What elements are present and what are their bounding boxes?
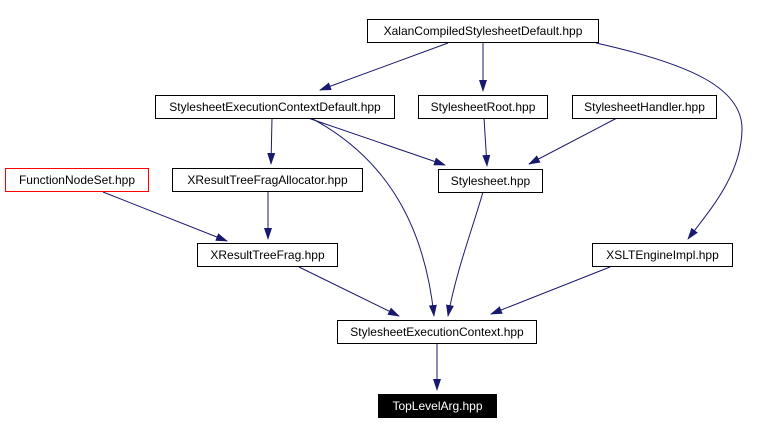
edge-shandler-to-stylesheet xyxy=(528,117,618,165)
edge-secd-to-xrtfa xyxy=(267,117,276,165)
edge-sroot-to-stylesheet xyxy=(482,117,491,167)
node-stylesheetroot[interactable]: StylesheetRoot.hpp xyxy=(418,95,548,119)
node-xresulttreefrag[interactable]: XResultTreeFrag.hpp xyxy=(197,243,338,267)
node-toplevelarg: TopLevelArg.hpp xyxy=(378,394,497,418)
node-stylesheethandler[interactable]: StylesheetHandler.hpp xyxy=(572,95,717,119)
edge-secd-to-sec xyxy=(310,117,437,317)
node-stylesheet[interactable]: Stylesheet.hpp xyxy=(438,169,543,193)
node-stylesheetexecutioncontext[interactable]: StylesheetExecutionContext.hpp xyxy=(337,320,537,344)
node-xresulttreefragallocator[interactable]: XResultTreeFragAllocator.hpp xyxy=(172,168,363,192)
edge-stylesheet-to-sec xyxy=(446,191,484,317)
edge-fns-to-xrtf xyxy=(102,191,228,242)
edge-xrtf-to-sec xyxy=(298,266,400,317)
edge-xslt-to-sec xyxy=(490,266,611,315)
node-xsltengineimpl[interactable]: XSLTEngineImpl.hpp xyxy=(592,243,733,267)
edge-xalan-to-xslt xyxy=(595,42,743,240)
edge-secd-to-stylesheet xyxy=(307,117,446,166)
edge-xalan-to-secd xyxy=(319,42,449,91)
node-functionnodeset[interactable]: FunctionNodeSet.hpp xyxy=(5,168,149,192)
node-xalancompiledstylesheetdefault[interactable]: XalanCompiledStylesheetDefault.hpp xyxy=(367,19,599,43)
node-stylesheetexecutioncontextdefault[interactable]: StylesheetExecutionContextDefault.hpp xyxy=(155,95,395,119)
